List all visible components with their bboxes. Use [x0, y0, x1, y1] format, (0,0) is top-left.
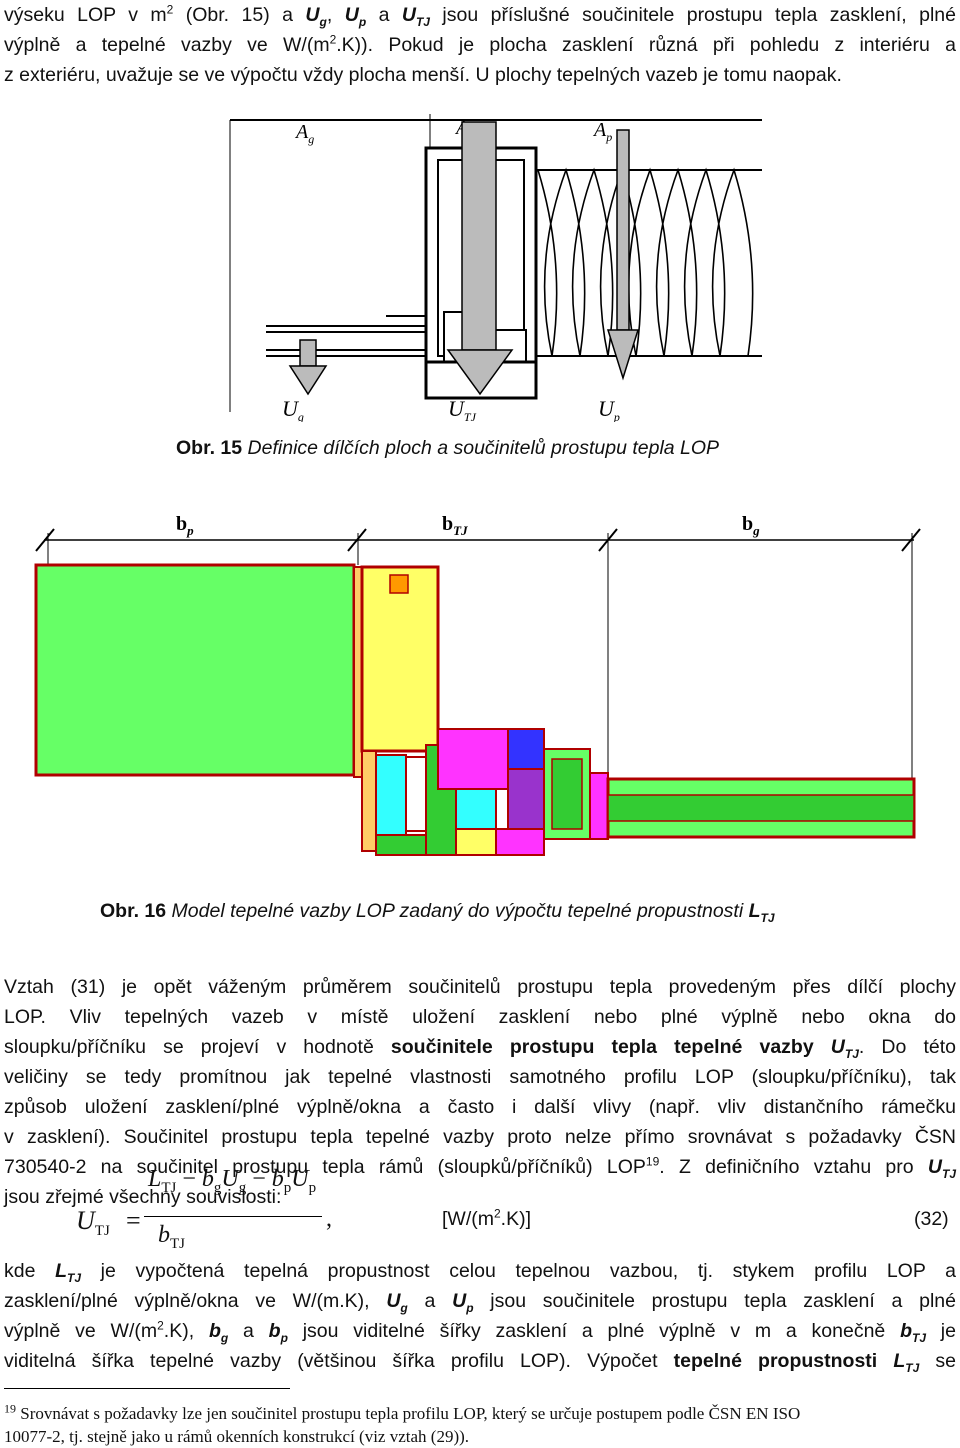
figure-15-caption: Obr. 15 Definice dílčích ploch a součini…	[176, 437, 720, 459]
eq-fraction-bar	[144, 1216, 322, 1217]
label-Utj: UTJ	[448, 396, 477, 422]
def-line-1: kde LTJ je vypočtená tepelná propustnost…	[4, 1260, 956, 1285]
fig16-profile-part	[551, 758, 583, 830]
footnote-rule	[4, 1388, 290, 1389]
body-line-6: v zasklení). Součinitel prostupu tepla t…	[4, 1126, 956, 1148]
fig16-dim-tick	[901, 528, 921, 552]
label-Ug: Ug	[282, 396, 304, 422]
intro-paragraph: výseku LOP v m2 (Obr. 15) a Ug, Up a UTJ…	[4, 0, 956, 90]
fig16-profile-part	[589, 772, 609, 840]
definition-paragraph: kde LTJ je vypočtená tepelná propustnost…	[4, 1256, 956, 1376]
label-Ap: Ap	[592, 119, 612, 144]
label-bg: bg	[742, 513, 760, 538]
fig15-arrow-utj	[446, 121, 514, 396]
footnote-line-2: 10077-2, tj. stejně jako u rámů okenních…	[4, 1427, 470, 1446]
fig15-insulation-loops	[537, 167, 754, 357]
eq-lhs: UTJ	[76, 1206, 110, 1240]
body-line-3: sloupku/příčníku se projeví v hodnotě so…	[4, 1036, 956, 1061]
figure-16-caption: Obr. 16 Model tepelné vazby LOP zadaný d…	[100, 900, 775, 925]
fig16-dim-tick	[35, 528, 55, 552]
fig16-profile-part	[375, 834, 427, 856]
def-line-3: výplně ve W/(m2.K), bg a bp jsou viditel…	[4, 1318, 956, 1345]
fig16-glazing-cavity	[607, 794, 915, 822]
eq-number: (32)	[914, 1208, 949, 1230]
eq-numerator: LTJ − bgUg − bpUp	[148, 1166, 317, 1196]
label-Ag: Ag	[294, 121, 314, 146]
body-line-8: jsou zřejmé všechny souvislosti:	[4, 1186, 282, 1208]
fig16-profile-part	[507, 768, 545, 830]
label-btj: bTJ	[442, 513, 468, 538]
fig16-clip	[389, 574, 409, 594]
fig16-profile-part	[507, 728, 545, 770]
body-line-4: veličiny se tedy promítnou jak tepelné v…	[4, 1066, 956, 1088]
intro-line-1: výseku LOP v m2 (Obr. 15) a Ug, Up a UTJ…	[4, 2, 956, 29]
fig15-arrow-up	[606, 129, 640, 381]
fig16-dim-tick	[347, 528, 367, 552]
footnote-line-1: 19 Srovnávat s požadavky lze jen součini…	[4, 1401, 801, 1423]
fig16-profile-part	[437, 728, 509, 790]
label-Up: Up	[598, 396, 620, 422]
eq-unit: [W/(m2.K)]	[442, 1206, 532, 1231]
label-bp: bp	[176, 513, 194, 538]
fig16-profile-part	[405, 756, 427, 832]
body-paragraph: Vztah (31) je opět váženým průměrem souč…	[4, 972, 956, 1212]
body-line-1: Vztah (31) je opět váženým průměrem souč…	[4, 976, 956, 998]
eq-denominator: bTJ	[158, 1222, 185, 1252]
fig16-profile-part	[495, 828, 545, 856]
fig16-profile-part	[455, 788, 497, 830]
body-line-5: způsob uložení zasklení/plné výplně/okna…	[4, 1096, 956, 1118]
fig16-yellow-zone	[360, 565, 440, 753]
eq-comma: ,	[326, 1206, 332, 1232]
eq-equals: =	[126, 1206, 141, 1235]
figure-15-diagram: Ag ATJ Ap Ug UTJ Up	[229, 114, 762, 422]
def-line-4: viditelná šířka tepelné vazby (většinou …	[4, 1350, 956, 1375]
def-line-2: zasklení/plné výplně/okna ve W/(m.K), Ug…	[4, 1290, 956, 1315]
figure-16-thermal-model: bp bTJ bg	[34, 513, 921, 856]
fig16-panel-fill	[34, 563, 356, 777]
body-line-2: LOP. Vliv tepelných vazeb v místě uložen…	[4, 1006, 956, 1028]
intro-line-3: z exteriéru, uvažuje se ve výpočtu vždy …	[4, 64, 842, 86]
fig15-arrow-ug	[288, 339, 328, 396]
fig16-profile-part	[361, 750, 377, 852]
fig16-profile-part	[455, 828, 497, 856]
body-line-7: 730540-2 na součinitel prostupu tepla rá…	[4, 1154, 956, 1181]
footnote-19: 19 Srovnávat s požadavky lze jen součini…	[4, 1402, 956, 1448]
intro-line-2: výplně a tepelné vazby ve W/(m2.K)). Pok…	[4, 32, 956, 57]
